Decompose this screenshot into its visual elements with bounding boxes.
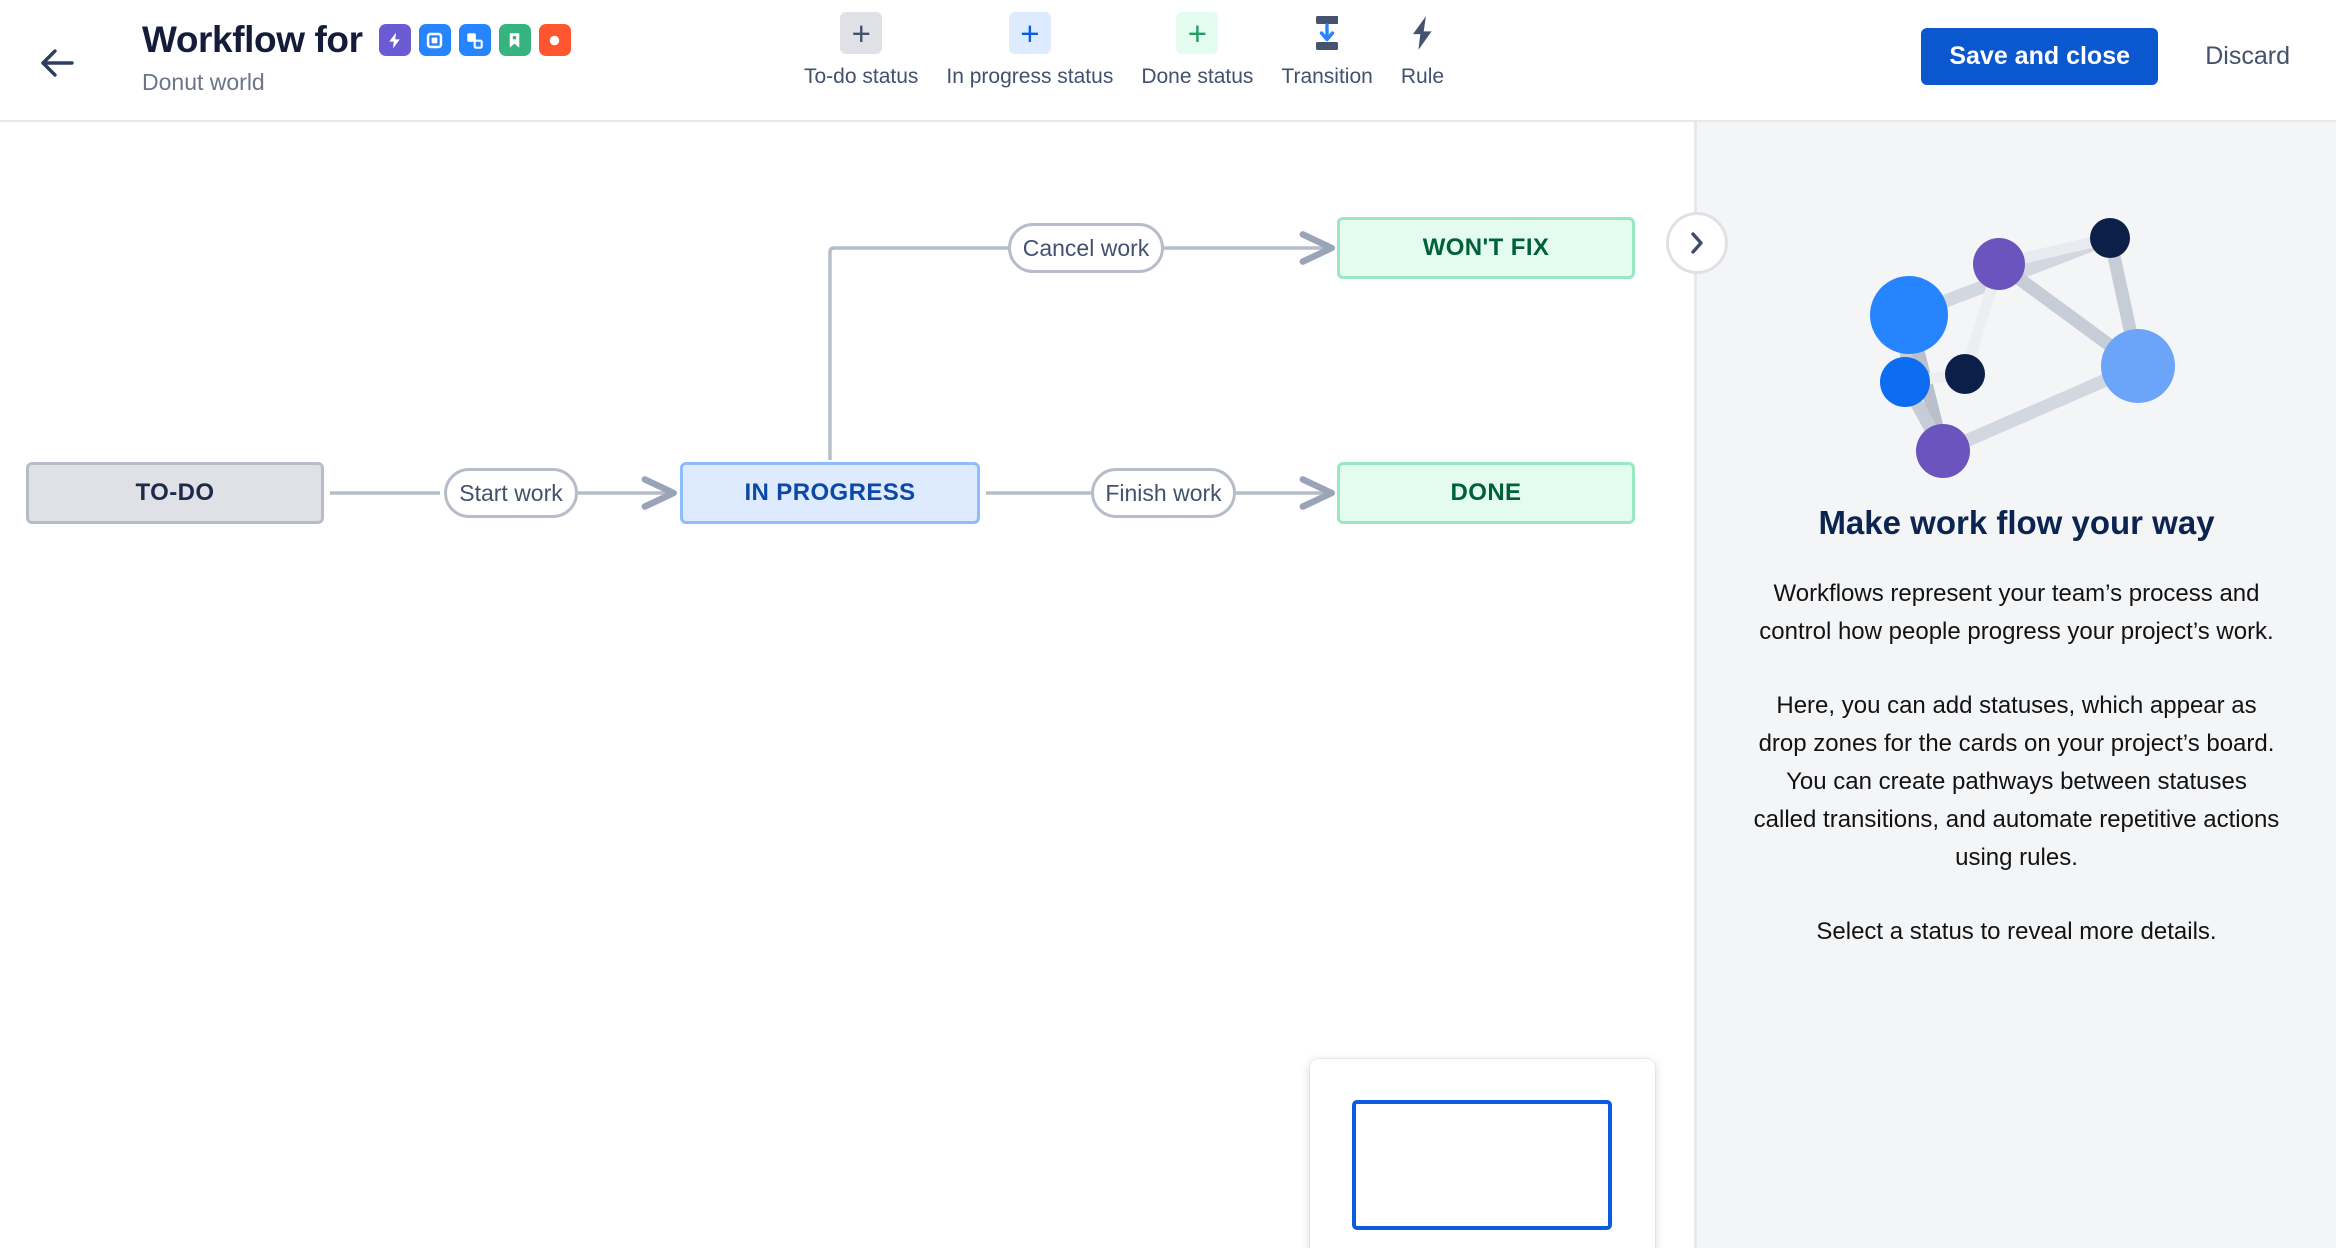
status-node-label: TO-DO [135, 479, 215, 506]
minimap-viewport[interactable] [1352, 1100, 1612, 1230]
lightning-bolt-icon[interactable] [378, 24, 411, 56]
node-dark-1 [2089, 218, 2130, 258]
transition-label: Cancel work [1022, 234, 1150, 261]
node-large-blue [1869, 276, 1948, 354]
status-node-wont-fix[interactable]: WON'T FIX [1337, 217, 1635, 279]
plus-icon: + [1176, 12, 1219, 54]
info-panel: Make work flow your way Workflows repres… [1697, 122, 2336, 1248]
add-inprogress-status-button[interactable]: + In progress status [932, 12, 1127, 89]
node-light-blue [2100, 329, 2175, 403]
panel-divider [1694, 122, 1697, 1248]
status-node-label: WON'T FIX [1422, 234, 1550, 261]
chevron-right-icon [1691, 232, 1703, 254]
node-blue-small [1879, 357, 1930, 407]
project-icon-row [378, 24, 571, 56]
plus-icon: + [1008, 12, 1051, 54]
tool-label: Transition [1281, 65, 1373, 88]
top-bar: Workflow for [0, 0, 2336, 122]
collapse-panel-button[interactable] [1666, 212, 1728, 274]
discard-button[interactable]: Discard [2197, 28, 2298, 85]
back-button[interactable] [34, 40, 80, 86]
save-and-close-button[interactable]: Save and close [1921, 28, 2158, 85]
transition-start-work[interactable]: Start work [444, 468, 578, 518]
node-purple-2 [1915, 424, 1970, 478]
minimap-panel[interactable] [1310, 1059, 1655, 1248]
transition-finish-work[interactable]: Finish work [1091, 468, 1236, 518]
lightning-rule-icon [1401, 12, 1443, 54]
page-title: Workflow for [142, 19, 363, 60]
circle-icon[interactable] [538, 24, 571, 56]
status-node-done[interactable]: DONE [1337, 462, 1635, 524]
panel-paragraph-2: Here, you can add statuses, which appear… [1753, 692, 2280, 871]
panel-paragraph-1: Workflows represent your team’s process … [1759, 580, 2274, 645]
status-node-label: IN PROGRESS [744, 479, 916, 506]
add-todo-status-button[interactable]: + To-do status [790, 12, 932, 89]
transition-label: Finish work [1105, 479, 1222, 506]
arrow-left-icon [41, 49, 74, 77]
workflow-toolbar: + To-do status + In progress status + Do… [790, 12, 1458, 89]
panel-title: Make work flow your way [1818, 504, 2215, 541]
add-rule-button[interactable]: Rule [1387, 12, 1458, 89]
node-dark-2 [1944, 354, 1985, 394]
node-purple-1 [1972, 238, 2025, 290]
transition-icon [1306, 12, 1348, 54]
plus-icon: + [840, 12, 883, 54]
square-outline-icon[interactable] [418, 24, 451, 56]
tool-label: To-do status [804, 65, 919, 88]
subtask-icon[interactable] [458, 24, 491, 56]
add-transition-button[interactable]: Transition [1267, 12, 1386, 89]
transition-cancel-work[interactable]: Cancel work [1008, 223, 1164, 273]
add-done-status-button[interactable]: + Done status [1127, 12, 1267, 89]
transition-label: Start work [459, 479, 563, 506]
tool-label: In progress status [946, 65, 1114, 88]
workflow-canvas[interactable]: TO-DO IN PROGRESS DONE WON'T FIX Start w… [0, 122, 1696, 1248]
tool-label: Rule [1400, 65, 1445, 88]
status-node-label: DONE [1450, 479, 1522, 506]
status-node-in-progress[interactable]: IN PROGRESS [680, 462, 980, 524]
page-subtitle: Donut world [142, 69, 265, 95]
status-node-todo[interactable]: TO-DO [26, 462, 324, 524]
tool-label: Done status [1141, 65, 1254, 88]
title-block: Workflow for [142, 18, 571, 96]
workflow-edges [330, 231, 1335, 510]
panel-paragraph-3: Select a status to reveal more details. [1816, 918, 2217, 945]
workflow-network-illustration [1869, 218, 2175, 478]
bookmark-icon[interactable] [498, 24, 531, 56]
